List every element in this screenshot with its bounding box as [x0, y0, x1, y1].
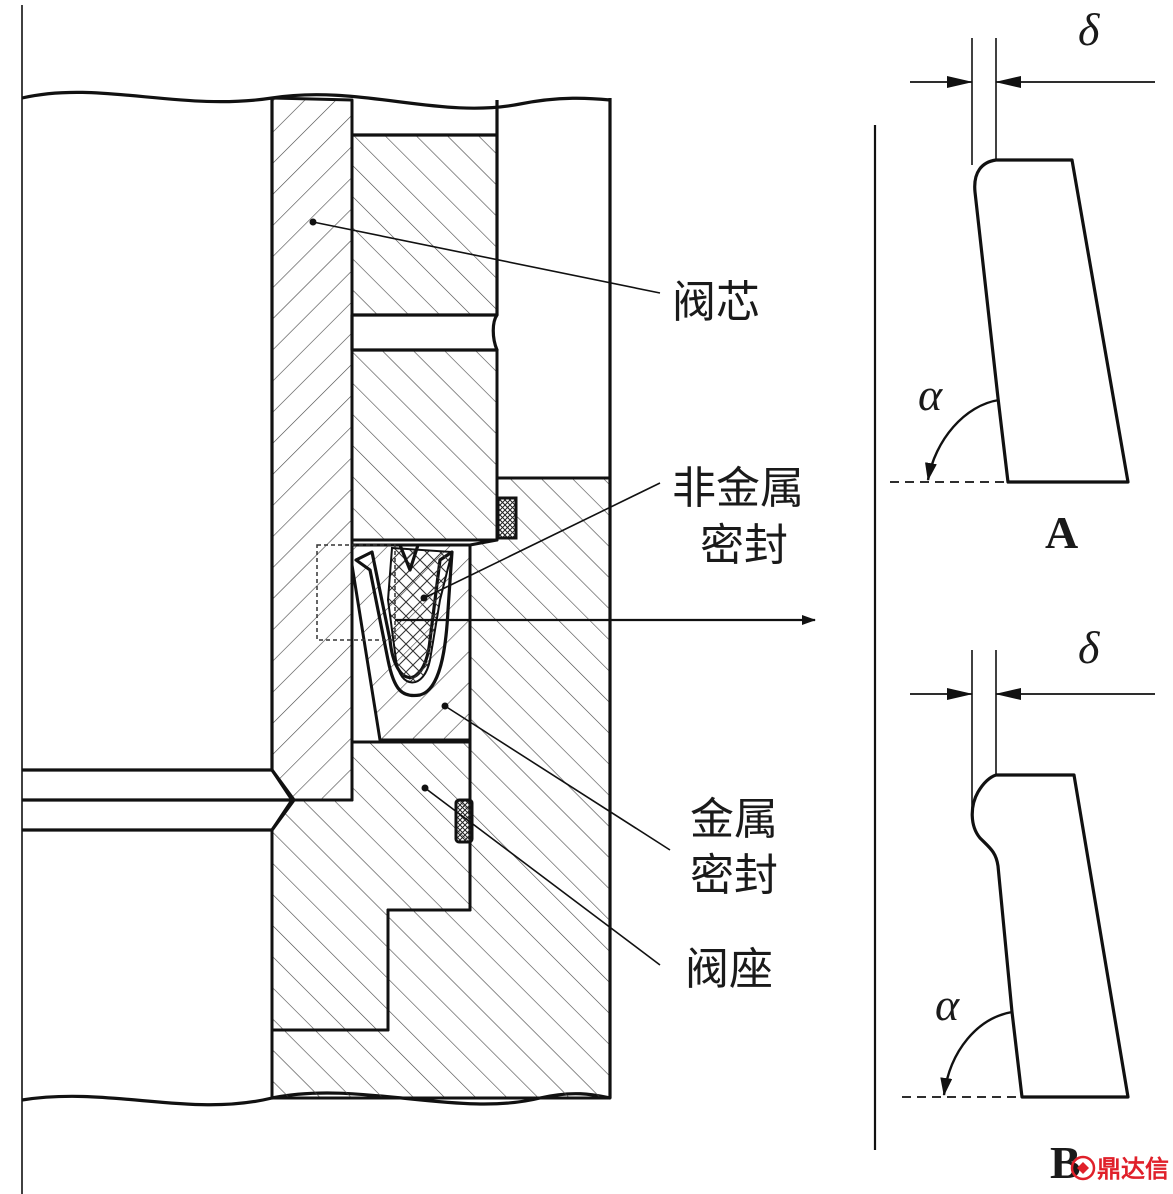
top-break-line [21, 90, 611, 110]
delta-a: δ [1078, 4, 1100, 55]
small-seal-lower [454, 798, 474, 844]
upper-block-top [350, 133, 499, 317]
detail-b: δ α B [902, 622, 1155, 1188]
label-valve-core: 阀芯 [672, 277, 760, 328]
profile-b [970, 773, 1130, 1099]
label-metal-seal-2: 密封 [690, 850, 778, 901]
watermark-text: 鼎达信 [1097, 1155, 1169, 1183]
alpha-b: α [935, 979, 960, 1030]
label-metal-seal-1: 金属 [690, 794, 778, 845]
bore-channel [22, 768, 296, 832]
label-valve-seat: 阀座 [685, 944, 773, 995]
detail-a: δ α A [890, 4, 1155, 558]
detail-frame [316, 544, 396, 641]
watermark: 鼎达信 [1070, 1155, 1169, 1183]
label-detail-b: B [1050, 1137, 1081, 1188]
label-detail-a: A [1045, 507, 1078, 558]
upper-block-mid [350, 348, 499, 542]
seal-notch [398, 544, 420, 572]
alpha-a: α [918, 369, 943, 420]
upper-gap-band [350, 313, 499, 352]
label-nonmetal-seal-2: 密封 [700, 520, 788, 571]
leader-lines [309, 218, 671, 966]
main-section: 阀芯 非金属 密封 金属 密封 阀座 [21, 5, 816, 1194]
detail-views: δ α A δ α B [873, 4, 1155, 1188]
small-seal-upper [496, 496, 518, 540]
label-nonmetal-seal-1: 非金属 [672, 463, 804, 514]
delta-b: δ [1078, 622, 1100, 673]
nonmetal-seal [386, 546, 454, 684]
watermark-logo-icon [1070, 1155, 1096, 1181]
profile-a [973, 158, 1130, 484]
valve-core-body [270, 96, 354, 802]
